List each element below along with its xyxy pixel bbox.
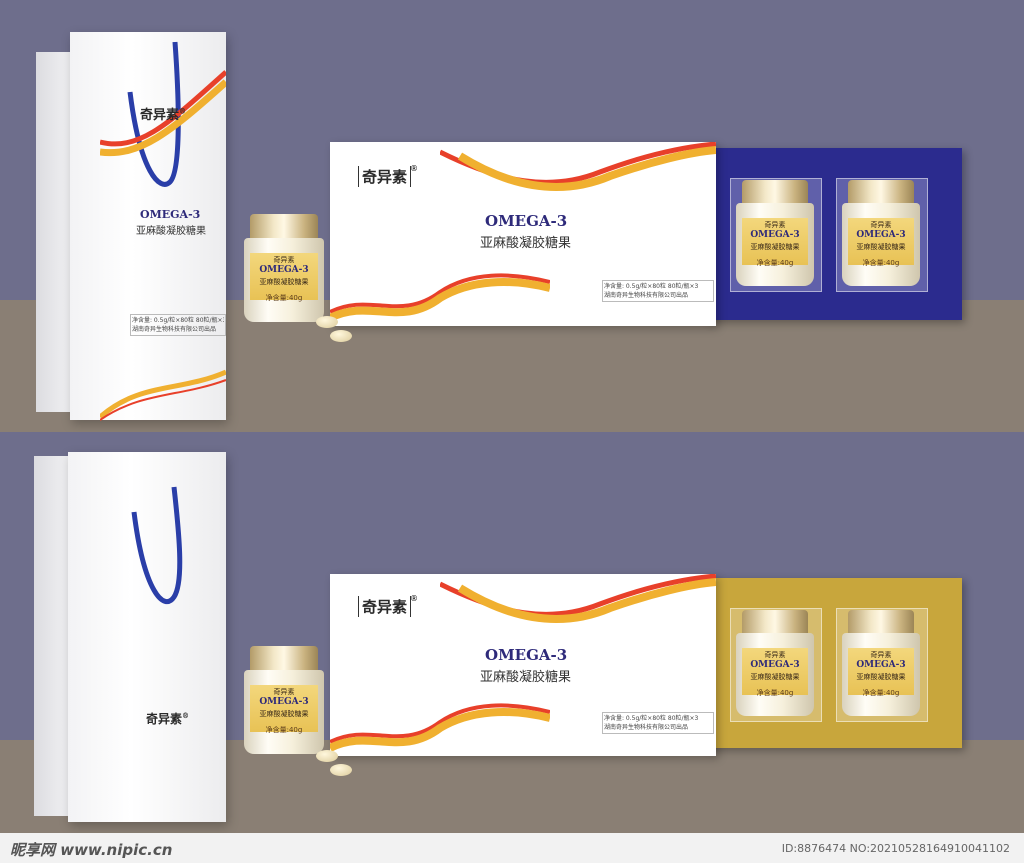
product-jar: 奇异素 OMEGA-3 亚麻酸凝胶糖果 净含量:40g bbox=[736, 610, 814, 716]
box-maker-line: 湖南奇异生物科技有限公司出品 bbox=[604, 292, 689, 299]
jar-net-weight: 净含量:40g bbox=[756, 259, 794, 268]
jar-brand: 奇异素 bbox=[764, 221, 786, 230]
oil-swirl-top bbox=[440, 574, 716, 624]
box-spec: 净含量: 0.5g/粒×80粒 80粒/瓶×3 湖南奇异生物科技有限公司出品 bbox=[602, 280, 714, 302]
jar-brand: 奇异素 bbox=[273, 255, 295, 264]
bag-brand: 奇异素® bbox=[140, 104, 186, 123]
jar-product-en: OMEGA-3 bbox=[856, 660, 906, 671]
jar-product-cn: 亚麻酸凝胶糖果 bbox=[259, 277, 309, 286]
jar-net-weight: 净含量:40g bbox=[265, 725, 303, 734]
bag-spec: 净含量: 0.5g/粒×80粒 80粒/瓶×3 湖南奇异生物科技有限公司出品 bbox=[130, 314, 226, 336]
bag-maker-line: 湖南奇异生物科技有限公司出品 bbox=[132, 326, 217, 333]
scene-top: 奇异素® OMEGA-3 亚麻酸凝胶糖果 净含量: 0.5g/粒×80粒 80粒… bbox=[0, 32, 1024, 432]
oil-swirl-top bbox=[440, 142, 716, 192]
jar-net-weight: 净含量:40g bbox=[265, 293, 303, 302]
jar-net-weight: 净含量:40g bbox=[756, 689, 794, 698]
jar-product-cn: 亚麻酸凝胶糖果 bbox=[856, 243, 906, 252]
oil-swirl-graphic bbox=[100, 70, 226, 157]
box-brand: 奇异素 bbox=[358, 596, 412, 617]
watermark-bar: 昵享网 www.nipic.cn ID:8876474 NO:202105281… bbox=[0, 833, 1024, 863]
registered-mark: ® bbox=[182, 711, 190, 720]
jar-label: 奇异素 OMEGA-3 亚麻酸凝胶糖果 净含量:40g bbox=[848, 218, 914, 268]
jar-product-en: OMEGA-3 bbox=[259, 264, 309, 275]
product-jar-front: 奇异素 OMEGA-3 亚麻酸凝胶糖果 净含量:40g bbox=[244, 214, 324, 322]
registered-mark: ® bbox=[410, 594, 418, 603]
jar-lid bbox=[742, 180, 808, 206]
box-brand: 奇异素 bbox=[358, 166, 412, 187]
registered-mark: ® bbox=[410, 164, 418, 173]
jar-lid bbox=[848, 180, 914, 206]
jar-label: 奇异素 OMEGA-3 亚麻酸凝胶糖果 净含量:40g bbox=[848, 648, 914, 698]
jar-net-weight: 净含量:40g bbox=[862, 259, 900, 268]
gift-box-sleeve: 奇异素 ® OMEGA-3 亚麻酸凝胶糖果 净含量: 0.5g/粒×80粒 80… bbox=[330, 142, 716, 326]
jar-product-en: OMEGA-3 bbox=[259, 696, 309, 707]
watermark-id: ID:8876474 NO:20210528164910041102 bbox=[781, 842, 1010, 855]
jar-lid bbox=[848, 610, 914, 636]
registered-mark: ® bbox=[179, 106, 187, 116]
softgel-pill bbox=[330, 764, 352, 776]
jar-product-cn: 亚麻酸凝胶糖果 bbox=[856, 673, 906, 682]
jar-brand: 奇异素 bbox=[764, 651, 786, 660]
brand-text: 奇异素 bbox=[362, 598, 408, 616]
jar-brand: 奇异素 bbox=[870, 651, 892, 660]
box-spec: 净含量: 0.5g/粒×80粒 80粒/瓶×3 湖南奇异生物科技有限公司出品 bbox=[602, 712, 714, 734]
gift-box-sleeve: 奇异素 ® OMEGA-3 亚麻酸凝胶糖果 净含量: 0.5g/粒×80粒 80… bbox=[330, 574, 716, 756]
bag-product-cn: 亚麻酸凝胶糖果 bbox=[136, 226, 206, 237]
box-product-cn: 亚麻酸凝胶糖果 bbox=[480, 670, 572, 685]
oil-swirl-bottom bbox=[330, 273, 550, 322]
bag-gusset bbox=[36, 52, 76, 412]
jar-lid bbox=[742, 610, 808, 636]
bag-product-en: OMEGA-3 bbox=[140, 208, 201, 221]
softgel-pill bbox=[316, 750, 338, 762]
bag-spec-line: 净含量: 0.5g/粒×80粒 80粒/瓶×3 bbox=[132, 317, 224, 324]
jar-label: 奇异素 OMEGA-3 亚麻酸凝胶糖果 净含量:40g bbox=[250, 252, 318, 302]
jar-label: 奇异素 OMEGA-3 亚麻酸凝胶糖果 净含量:40g bbox=[742, 218, 808, 268]
scene-bottom: 奇异素® 奇异素 OMEGA-3 亚麻酸凝胶糖果 净含量:40g 奇异素 OME… bbox=[0, 432, 1024, 833]
gift-tray-blue: 奇异素 OMEGA-3 亚麻酸凝胶糖果 净含量:40g 奇异素 OMEGA-3 … bbox=[706, 148, 962, 320]
oil-swirl-bottom bbox=[330, 703, 550, 752]
oil-swirl-bottom bbox=[100, 369, 226, 421]
box-product-cn: 亚麻酸凝胶糖果 bbox=[480, 236, 572, 251]
shopping-bag: 奇异素® bbox=[68, 452, 226, 822]
jar-product-cn: 亚麻酸凝胶糖果 bbox=[259, 709, 309, 718]
bag-brand: 奇异素® bbox=[146, 710, 189, 727]
watermark-site: 昵享网 www.nipic.cn bbox=[10, 841, 173, 859]
box-maker-line: 湖南奇异生物科技有限公司出品 bbox=[604, 724, 689, 731]
product-jar-front: 奇异素 OMEGA-3 亚麻酸凝胶糖果 净含量:40g bbox=[244, 646, 324, 754]
jar-product-cn: 亚麻酸凝胶糖果 bbox=[750, 673, 800, 682]
gift-tray-gold: 奇异素 OMEGA-3 亚麻酸凝胶糖果 净含量:40g 奇异素 OMEGA-3 … bbox=[706, 578, 962, 748]
jar-label: 奇异素 OMEGA-3 亚麻酸凝胶糖果 净含量:40g bbox=[250, 684, 318, 734]
bag-rope-handle bbox=[127, 41, 181, 187]
box-product-en: OMEGA-3 bbox=[485, 212, 568, 230]
brand-text: 奇异素 bbox=[140, 108, 180, 123]
jar-net-weight: 净含量:40g bbox=[862, 689, 900, 698]
jar-brand: 奇异素 bbox=[870, 221, 892, 230]
shopping-bag: 奇异素® OMEGA-3 亚麻酸凝胶糖果 净含量: 0.5g/粒×80粒 80粒… bbox=[70, 32, 226, 421]
box-product-en: OMEGA-3 bbox=[485, 646, 568, 664]
product-jar: 奇异素 OMEGA-3 亚麻酸凝胶糖果 净含量:40g bbox=[736, 180, 814, 286]
bag-gusset bbox=[34, 456, 74, 816]
brand-text: 奇异素 bbox=[146, 712, 183, 726]
jar-product-en: OMEGA-3 bbox=[750, 230, 800, 241]
softgel-pill bbox=[330, 330, 352, 342]
product-jar: 奇异素 OMEGA-3 亚麻酸凝胶糖果 净含量:40g bbox=[842, 180, 920, 286]
box-spec-line: 净含量: 0.5g/粒×80粒 80粒/瓶×3 bbox=[604, 283, 699, 290]
jar-label: 奇异素 OMEGA-3 亚麻酸凝胶糖果 净含量:40g bbox=[742, 648, 808, 698]
brand-text: 奇异素 bbox=[362, 168, 408, 186]
jar-product-en: OMEGA-3 bbox=[856, 230, 906, 241]
jar-product-en: OMEGA-3 bbox=[750, 660, 800, 671]
softgel-pill bbox=[316, 316, 338, 328]
product-jar: 奇异素 OMEGA-3 亚麻酸凝胶糖果 净含量:40g bbox=[842, 610, 920, 716]
box-spec-line: 净含量: 0.5g/粒×80粒 80粒/瓶×3 bbox=[604, 715, 699, 722]
jar-lid bbox=[250, 646, 318, 672]
bag-rope-handle bbox=[131, 486, 183, 604]
jar-product-cn: 亚麻酸凝胶糖果 bbox=[750, 243, 800, 252]
jar-lid bbox=[250, 214, 318, 240]
jar-brand: 奇异素 bbox=[273, 687, 295, 696]
